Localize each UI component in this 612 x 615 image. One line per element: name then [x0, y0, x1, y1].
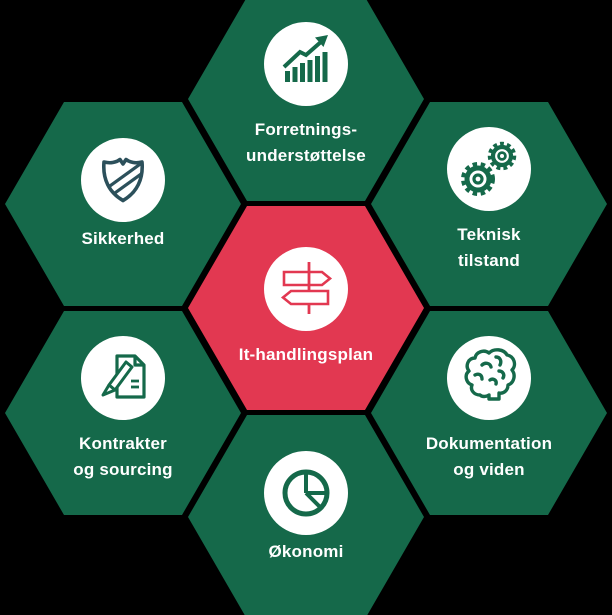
hexagon-label: It-handlingsplan [188, 342, 424, 368]
hexagon-teknisk-tilstand: Teknisk tilstand [371, 102, 607, 306]
icon-circle [447, 336, 531, 420]
growth-chart-icon [282, 35, 328, 82]
hexagon-label-line: understøttelse [246, 146, 366, 165]
icon-circle [447, 127, 531, 211]
hexagon-label-line: Kontrakter [79, 434, 167, 453]
hexagon-label: Dokumentation og viden [371, 431, 607, 483]
hexagon-label-line: tilstand [457, 251, 521, 270]
shield-icon [102, 157, 144, 203]
hexagon-forretnings-understottelse: Forretnings- understøttelse [188, 0, 424, 201]
signpost-icon [280, 262, 333, 314]
hexagon-label-line: og viden [453, 460, 525, 479]
hexagon-label: Teknisk tilstand [371, 222, 607, 274]
icon-circle [81, 138, 165, 222]
icon-circle [81, 336, 165, 420]
hexagon-label: Økonomi [188, 539, 424, 565]
gears-icon [461, 141, 517, 196]
document-pen-icon [101, 354, 146, 399]
hexagon-label-line: It-handlingsplan [238, 345, 374, 364]
hexagon-label-line: Teknisk [457, 225, 521, 244]
hexagon-label: Forretnings- understøttelse [188, 117, 424, 169]
hexagon-sikkerhed: Sikkerhed [5, 102, 241, 306]
hexagon-okonomi: Økonomi [188, 415, 424, 615]
hexagon-label: Kontrakter og sourcing [5, 431, 241, 483]
hexagon-it-handlingsplan: It-handlingsplan [188, 206, 424, 410]
icon-circle [264, 247, 348, 331]
hexagon-kontrakter-og-sourcing: Kontrakter og sourcing [5, 311, 241, 515]
hexagon-dokumentation-og-viden: Dokumentation og viden [371, 311, 607, 515]
brain-icon [464, 348, 517, 401]
hexagon-label-line: Økonomi [268, 542, 344, 561]
hexagon-label: Sikkerhed [5, 226, 241, 252]
hexagon-label-line: og sourcing [73, 460, 173, 479]
hexagon-label-line: Forretnings- [254, 120, 358, 139]
icon-circle [264, 22, 348, 106]
hexagon-label-line: Dokumentation [425, 434, 553, 453]
pie-chart-icon [282, 469, 330, 517]
hexagon-label-line: Sikkerhed [81, 229, 165, 248]
icon-circle [264, 451, 348, 535]
